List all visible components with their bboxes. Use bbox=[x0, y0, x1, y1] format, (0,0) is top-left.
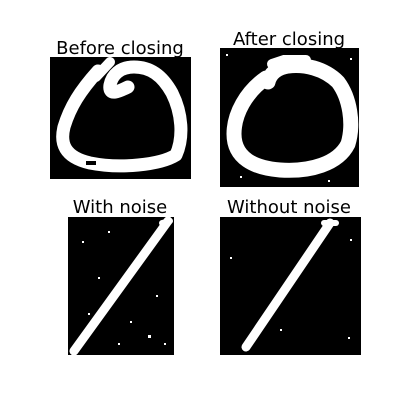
panel-title-before-closing: Before closing bbox=[56, 38, 184, 59]
before-closing-image bbox=[50, 57, 191, 179]
digit-zero-open-graphic bbox=[56, 57, 188, 173]
panel-title-without-noise: Without noise bbox=[227, 197, 351, 218]
without-noise-image bbox=[220, 217, 361, 355]
digit-one-noisy-graphic bbox=[69, 217, 173, 355]
with-noise-image bbox=[68, 217, 174, 355]
panel-title-with-noise: With noise bbox=[72, 197, 168, 218]
panel-title-after-closing: After closing bbox=[232, 29, 346, 50]
digit-zero-closed-graphic bbox=[226, 54, 359, 182]
after-closing-image bbox=[220, 48, 359, 187]
digit-one-clean-graphic bbox=[230, 218, 352, 352]
